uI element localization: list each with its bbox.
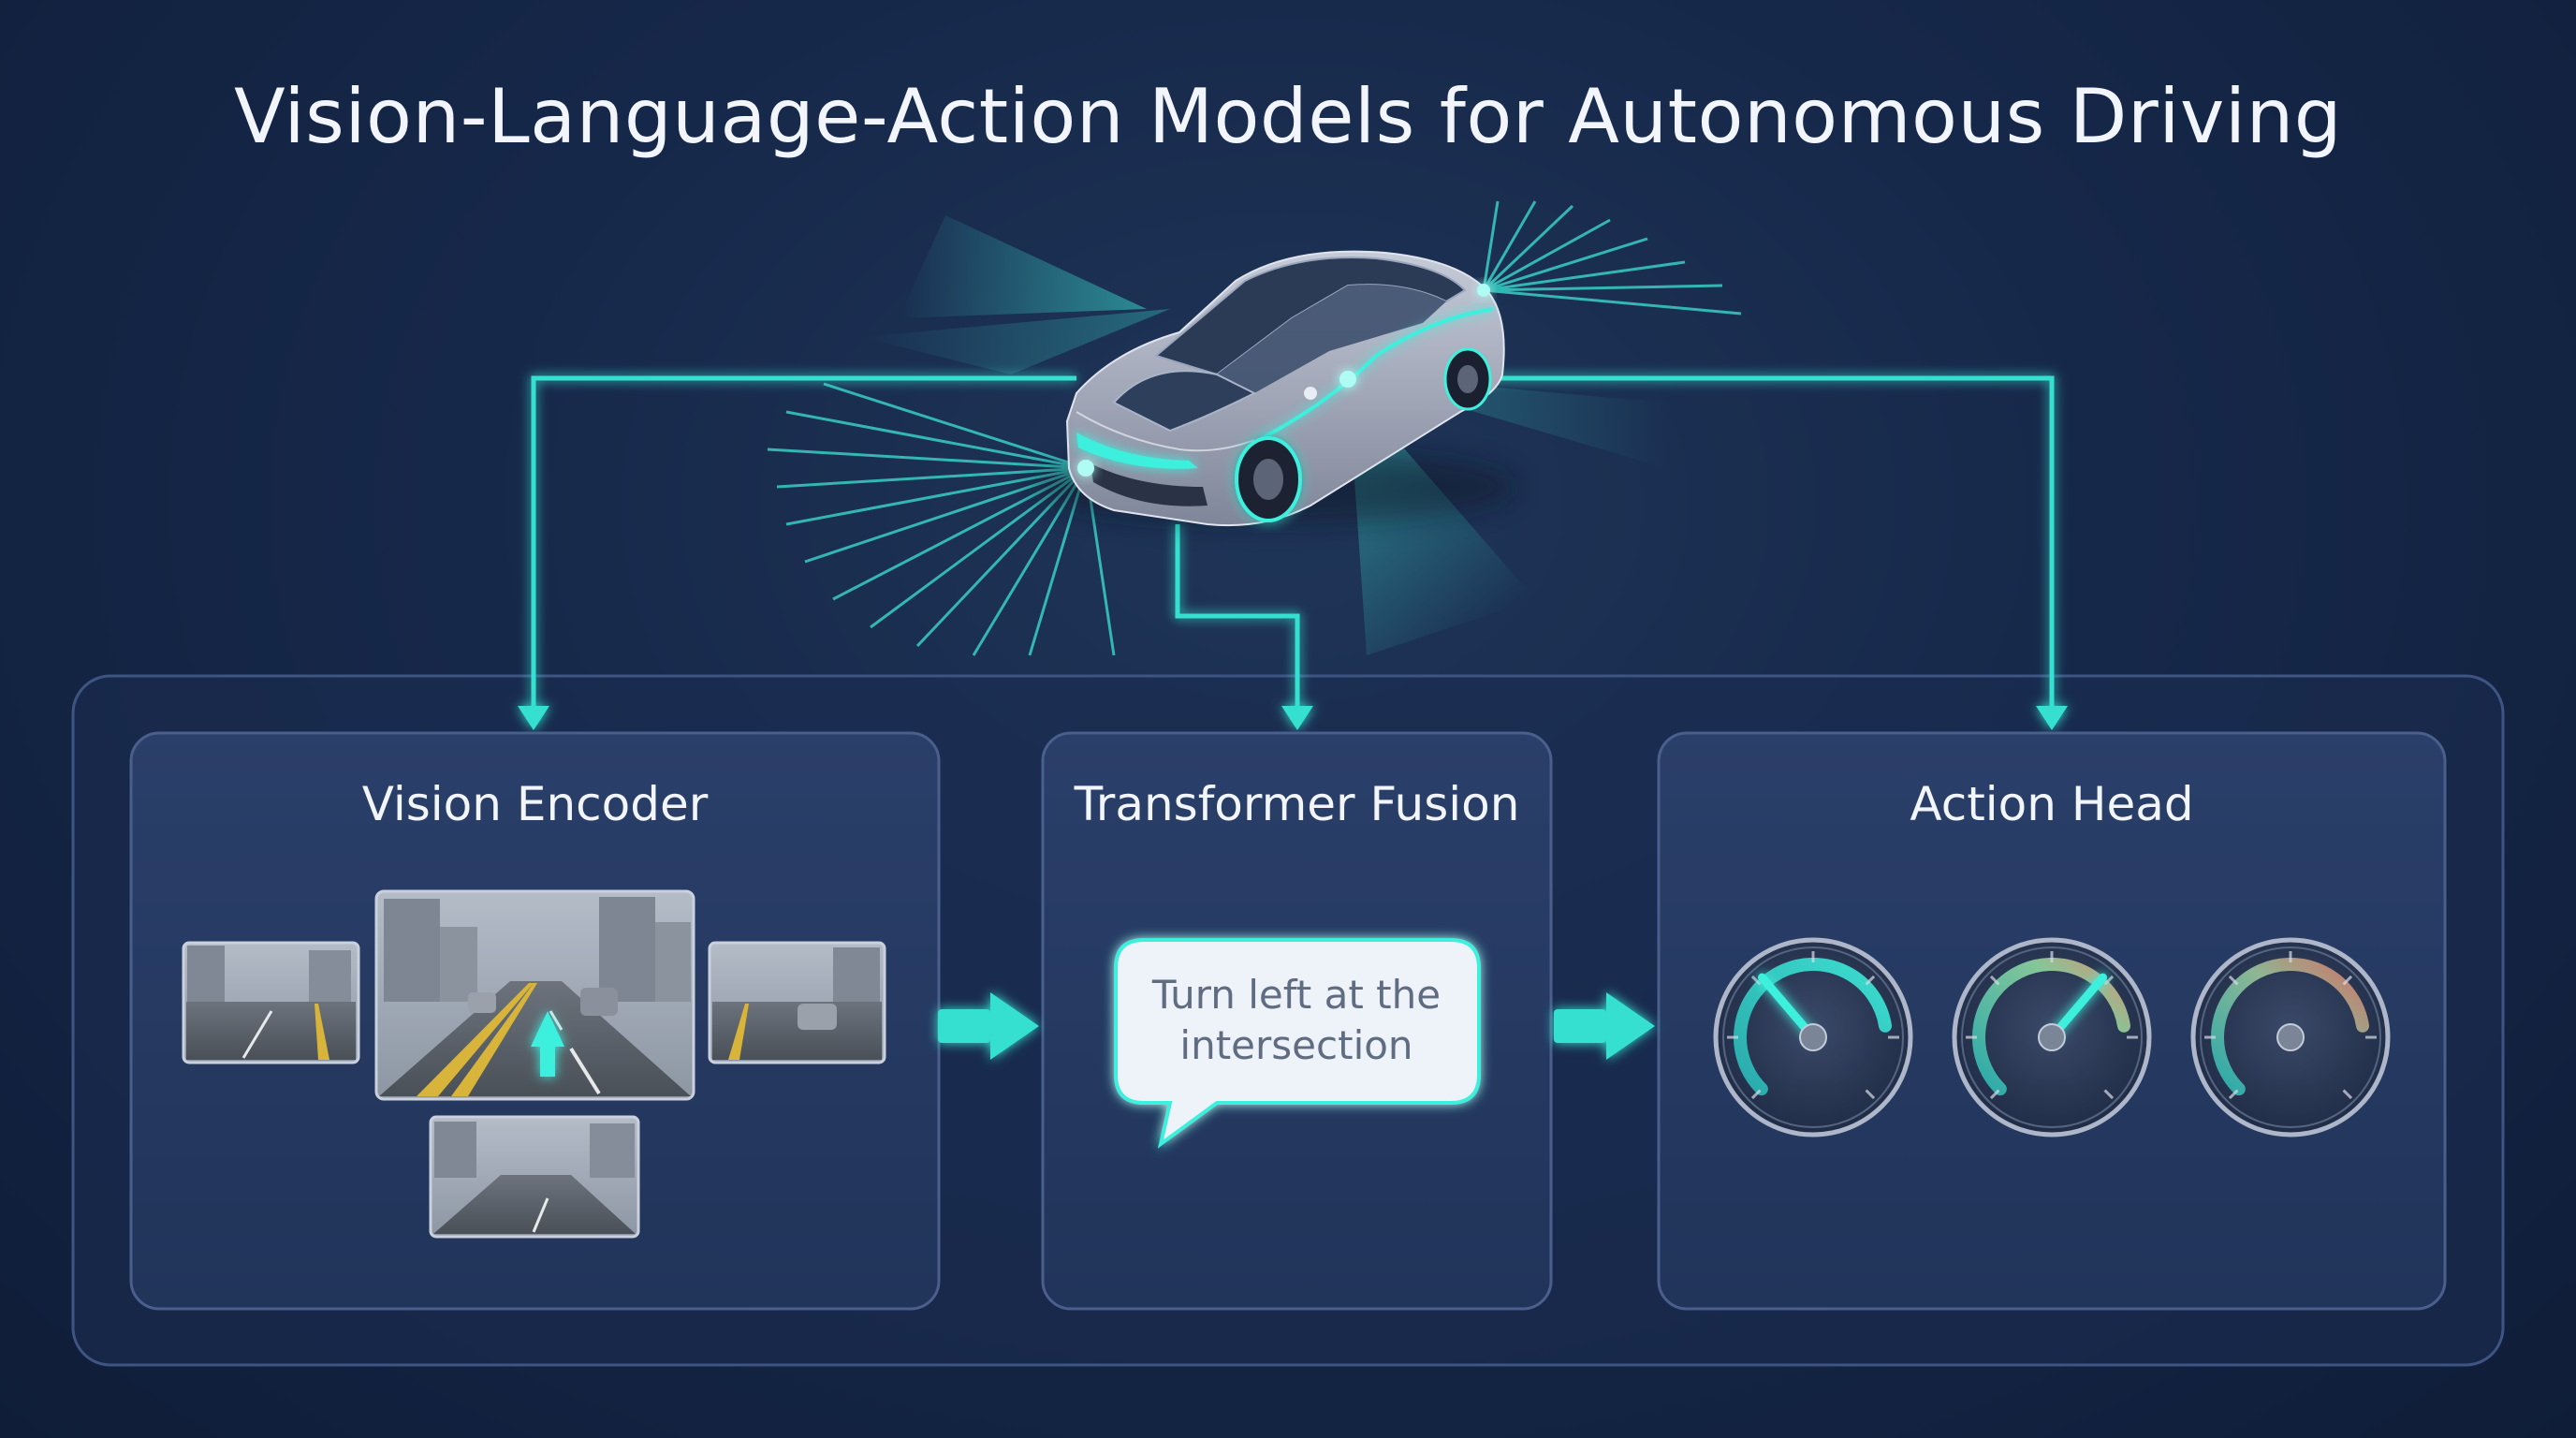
- panel-title-vision-encoder: Vision Encoder: [361, 777, 709, 831]
- arrow-down-icon: [518, 706, 2068, 730]
- gauge-icon: [1952, 937, 2152, 1137]
- page-title: Vision-Language-Action Models for Autono…: [233, 73, 2343, 160]
- camera-view-icon: [708, 941, 886, 1064]
- fusion-instruction-line2: intersection: [1179, 1022, 1413, 1068]
- gauges: [1713, 937, 2391, 1137]
- gauge-icon: [2190, 937, 2391, 1137]
- gauge-icon: [1713, 937, 1913, 1137]
- fusion-instruction-line1: Turn left at the: [1151, 972, 1442, 1018]
- panel-title-transformer-fusion: Transformer Fusion: [1074, 777, 1520, 831]
- car-icon: [1030, 250, 1516, 527]
- speech-bubble-icon: [1114, 938, 1481, 1149]
- camera-view-icon: [374, 889, 695, 1101]
- camera-views: [182, 889, 886, 1239]
- camera-view-icon: [182, 941, 360, 1064]
- connection-lines: [531, 375, 2055, 710]
- arrow-right-icon: [938, 992, 1039, 1060]
- fusion-instruction-text: Turn left at the intersection: [1116, 970, 1477, 1071]
- arrow-right-icon: [1554, 992, 1655, 1060]
- panel-title-action-head: Action Head: [1910, 777, 2194, 831]
- camera-view-icon: [429, 1115, 640, 1239]
